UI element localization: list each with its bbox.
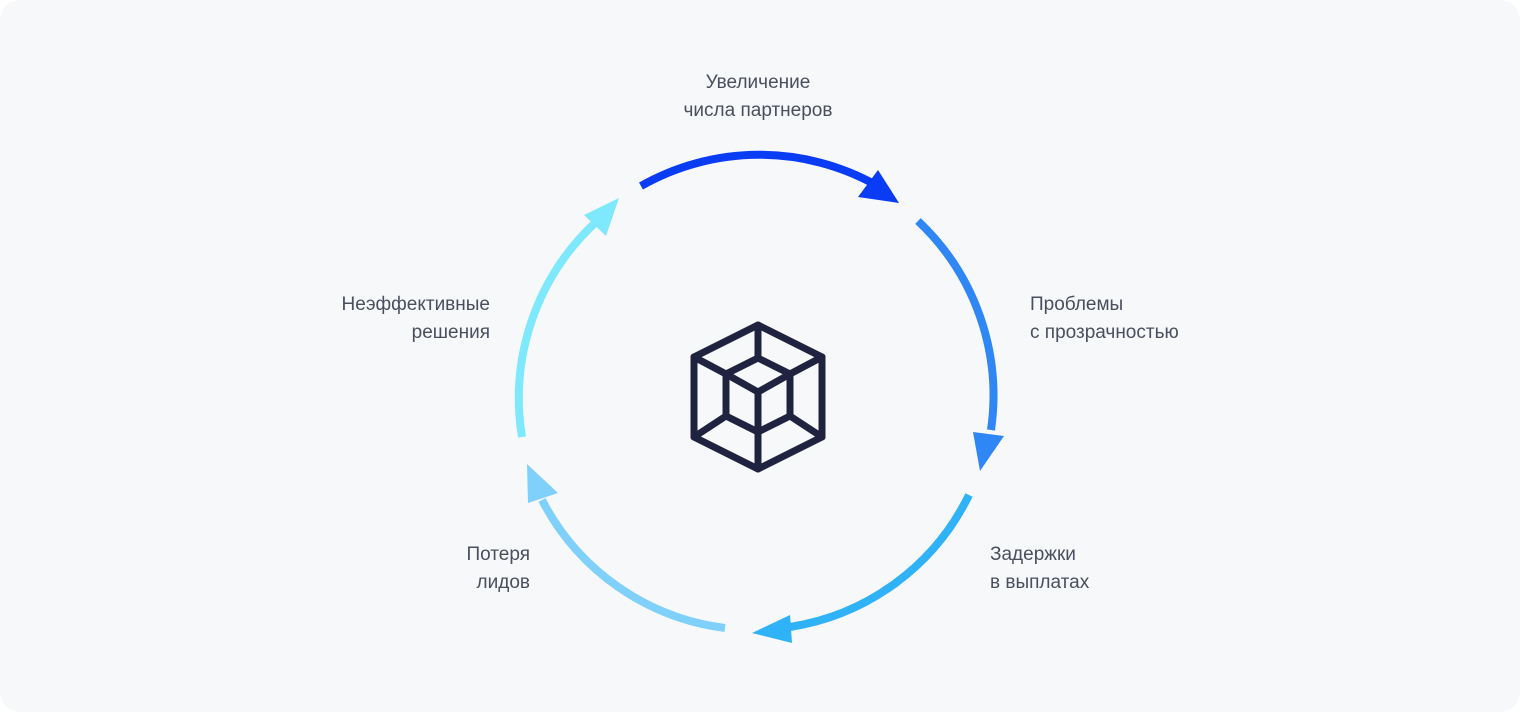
cycle-arrow-lead-loss xyxy=(538,498,726,632)
arrowhead-transparency xyxy=(973,432,1004,471)
stage-label-line: Увеличение xyxy=(705,72,811,93)
stage-label-partners-growth: Увеличение числа партнеров xyxy=(640,69,876,125)
stage-label-line: в выплатах xyxy=(990,572,1090,593)
stage-label-line: числа партнеров xyxy=(683,100,833,121)
stage-label-transparency: Проблемы с прозрачностью xyxy=(1030,291,1179,347)
arrowhead-partners-growth xyxy=(858,170,899,203)
stage-label-line: Проблемы xyxy=(1030,294,1124,315)
stage-label-line: Потеря xyxy=(466,544,530,565)
arrowhead-payout-delays xyxy=(752,615,792,643)
cycle-arrow-transparency xyxy=(915,218,998,431)
stage-label-inefficient-solutions: Неэффективные решения xyxy=(342,291,490,347)
cycle-arrow-partners-growth xyxy=(639,150,878,190)
stage-label-line: лидов xyxy=(476,572,530,593)
stage-label-payout-delays: Задержки в выплатах xyxy=(990,541,1089,597)
stage-label-line: Неэффективные xyxy=(341,294,490,315)
cycle-arrow-inefficient-solutions xyxy=(514,219,599,438)
arrowhead-lead-loss xyxy=(527,464,558,503)
stage-label-line: с прозрачностью xyxy=(1030,322,1179,343)
cube-icon xyxy=(690,321,826,473)
cycle-arrow-payout-delays xyxy=(789,493,973,631)
arrowhead-inefficient-solutions xyxy=(584,198,619,236)
stage-label-line: решения xyxy=(411,322,490,343)
stage-label-lead-loss: Потеря лидов xyxy=(466,541,530,597)
stage-label-line: Задержки xyxy=(990,544,1076,565)
